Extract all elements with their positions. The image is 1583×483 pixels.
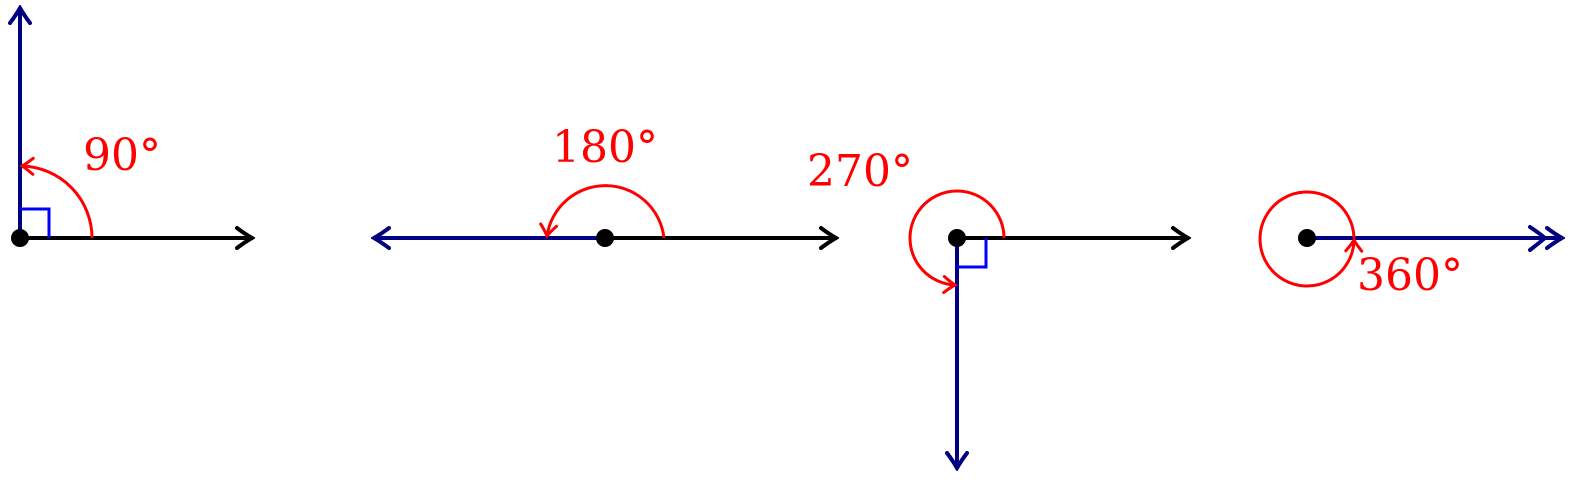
angle-90-label: 90° <box>83 130 161 181</box>
angle-90-arc <box>19 156 94 239</box>
angle-270-arc <box>908 189 1006 294</box>
angle-90-right-angle-mark <box>20 207 51 238</box>
angle-270-vertex <box>948 229 966 247</box>
angle-180-figure: 180° <box>374 122 836 247</box>
angle-360-figure: 360° <box>1258 190 1562 301</box>
angle-270-figure: 270° <box>807 146 1188 468</box>
angle-180-vertex <box>596 229 614 247</box>
angle-180-arc <box>539 184 666 239</box>
angle-360-arc <box>1258 190 1364 288</box>
angle-90-figure: 90° <box>11 8 252 247</box>
angle-270-label: 270° <box>807 146 913 197</box>
angle-360-vertex <box>1298 229 1316 247</box>
angle-180-label: 180° <box>552 122 658 173</box>
angle-270-right-angle-mark <box>957 238 988 269</box>
angle-90-vertex <box>11 229 29 247</box>
angle-360-label: 360° <box>1357 250 1463 301</box>
angle-360-arrowhead-inner <box>1528 225 1549 252</box>
